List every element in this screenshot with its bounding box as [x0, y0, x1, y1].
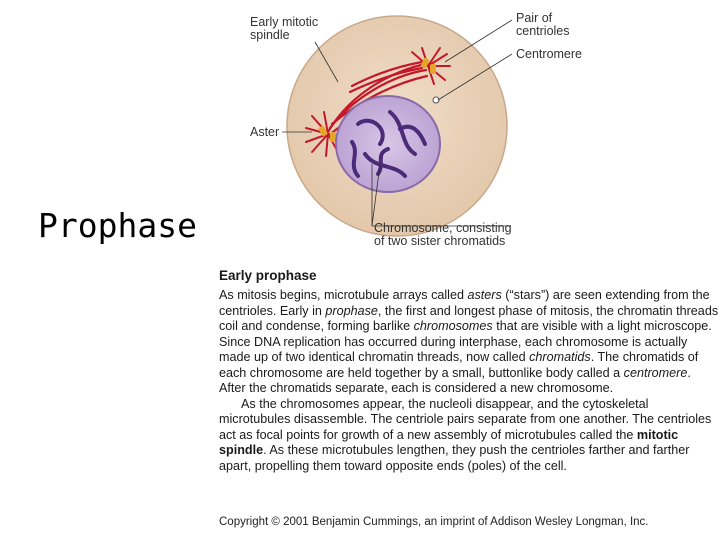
text-run: . The chromatids of each chromosome are … — [219, 350, 699, 380]
label-pair-centrioles: Pair of centrioles — [516, 11, 570, 38]
text-run: prophase — [325, 303, 378, 318]
text-run: centromere — [623, 365, 688, 380]
text-run: , the first and longest phase of mitosis… — [219, 303, 719, 334]
prophase-diagram: Early mitotic spindle Pair of centrioles… — [240, 4, 582, 254]
text-run: As the chromosomes appear, the nucleoli … — [219, 396, 712, 442]
label-early-spindle: Early mitotic spindle — [250, 15, 319, 42]
text-run: chromatids — [529, 350, 591, 364]
text-run: mitotic spindle — [219, 427, 679, 458]
cell-illustration — [282, 15, 513, 237]
text-run: (“stars”) are seen extending from the ce… — [219, 288, 710, 318]
text-run: . As these microtubules lengthen, they p… — [219, 443, 690, 473]
copyright-notice: Copyright © 2001 Benjamin Cummings, an i… — [219, 516, 649, 528]
section-heading: Early prophase — [219, 268, 317, 283]
paragraph-1: As mitosis begins, microtubule arrays ca… — [219, 288, 719, 397]
text-run: chromosomes — [413, 319, 493, 333]
paragraph-2: As the chromosomes appear, the nucleoli … — [219, 397, 719, 475]
text-run: . After the chromatids separate, each is… — [219, 365, 691, 396]
centromere-dot — [432, 96, 440, 104]
label-chromosome: Chromosome, consisting of two sister chr… — [374, 221, 512, 248]
label-centromere: Centromere — [516, 47, 582, 61]
description: Early prophase As mitosis begins, microt… — [219, 268, 719, 474]
text-run: that are visible with a light microscope… — [219, 319, 712, 364]
text-run: As mitosis begins, microtubule arrays ca… — [219, 288, 468, 302]
slide-title: Prophase — [38, 206, 197, 245]
text-run: asters — [467, 288, 502, 302]
label-aster: Aster — [250, 125, 280, 139]
